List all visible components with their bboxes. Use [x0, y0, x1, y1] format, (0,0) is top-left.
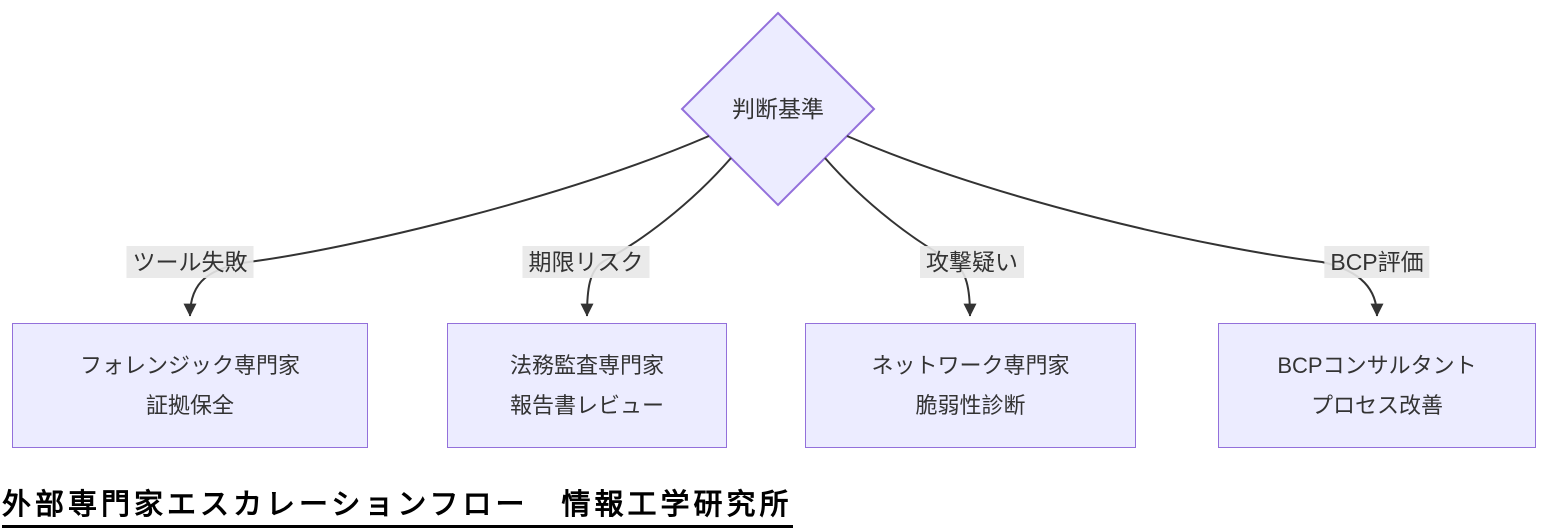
edge-label-deadline-risk: 期限リスク [522, 246, 650, 278]
edge-attack-suspicion [824, 157, 977, 317]
node-legal-audit-expert-line2: 報告書レビュー [509, 392, 664, 418]
node-bcp-consultant: BCPコンサルタント プロセス改善 [1218, 323, 1536, 448]
node-bcp-consultant-line2: プロセス改善 [1310, 392, 1443, 418]
node-network-expert-line1: ネットワーク専門家 [871, 352, 1070, 378]
node-forensic-expert: フォレンジック専門家 証拠保全 [12, 323, 368, 448]
node-forensic-expert-line1: フォレンジック専門家 [79, 352, 300, 378]
node-network-expert: ネットワーク専門家 脆弱性診断 [805, 323, 1136, 448]
edge-label-attack-suspicion: 攻撃疑い [920, 246, 1024, 278]
edge-tool-failure [183, 135, 710, 317]
node-legal-audit-expert-line1: 法務監査専門家 [509, 352, 664, 378]
node-bcp-consultant-line1: BCPコンサルタント [1277, 352, 1477, 378]
edge-deadline-risk [580, 157, 732, 317]
edge-bcp-evaluation [846, 135, 1384, 317]
node-network-expert-line2: 脆弱性診断 [915, 392, 1026, 418]
diagram-caption: 外部専門家エスカレーションフロー 情報工学研究所 [2, 481, 793, 528]
edge-label-bcp-evaluation: BCP評価 [1324, 246, 1430, 278]
node-forensic-expert-line2: 証拠保全 [145, 392, 234, 418]
node-legal-audit-expert: 法務監査専門家 報告書レビュー [447, 323, 727, 448]
edge-label-tool-failure: ツール失敗 [126, 246, 254, 278]
decision-node-label: 判断基準 [732, 96, 824, 122]
decision-diamond-shape [680, 11, 876, 207]
